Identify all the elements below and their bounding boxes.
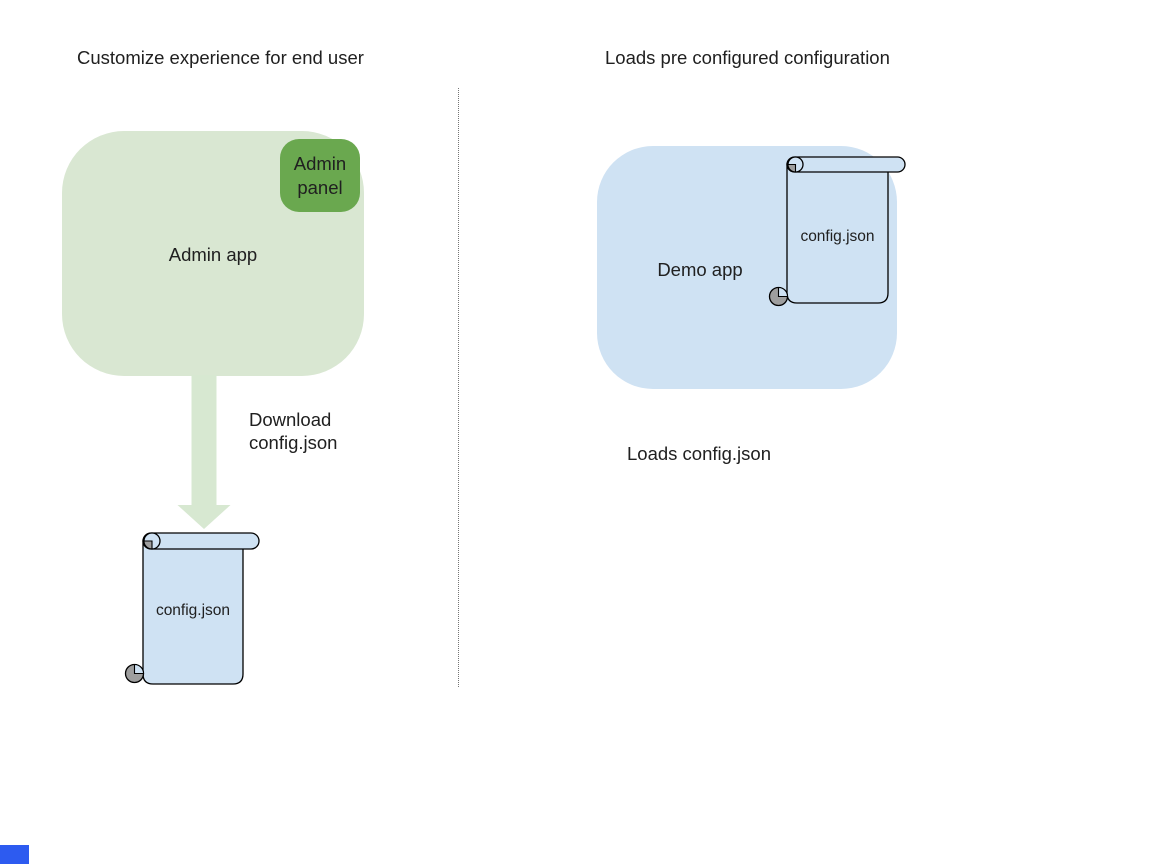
download-arrow-label-line1: Download xyxy=(249,409,332,430)
download-arrow-shape xyxy=(177,375,231,529)
scroll-top-curl-shade xyxy=(787,163,797,173)
right-section-title: Loads pre configured configuration xyxy=(605,47,890,68)
admin-panel-label: Admin panel xyxy=(293,152,347,198)
config-file-label-left: config.json xyxy=(155,602,231,619)
scroll-bottom-curl-shade xyxy=(133,663,145,675)
left-section-title: Customize experience for end user xyxy=(77,47,364,68)
download-arrow-icon xyxy=(177,375,231,529)
config-scroll-left xyxy=(124,532,260,685)
section-divider xyxy=(458,88,459,687)
demo-app-label: Demo app xyxy=(657,259,743,280)
download-arrow-label-line2: config.json xyxy=(249,431,338,453)
corner-accent xyxy=(0,845,29,864)
config-file-label-right: config.json xyxy=(800,228,875,245)
admin-panel-shape: Admin panel xyxy=(280,139,360,212)
loads-config-caption: Loads config.json xyxy=(627,443,771,464)
scroll-top-roll xyxy=(786,156,906,173)
scroll-top-roll xyxy=(142,532,260,550)
scroll-body xyxy=(142,540,244,685)
config-scroll-right xyxy=(768,156,906,307)
scroll-bottom-curl-shade xyxy=(777,286,789,298)
scroll-top-curl-shade xyxy=(143,540,153,550)
admin-app-label: Admin app xyxy=(168,244,258,265)
download-arrow-label: Download config.json xyxy=(249,409,337,454)
